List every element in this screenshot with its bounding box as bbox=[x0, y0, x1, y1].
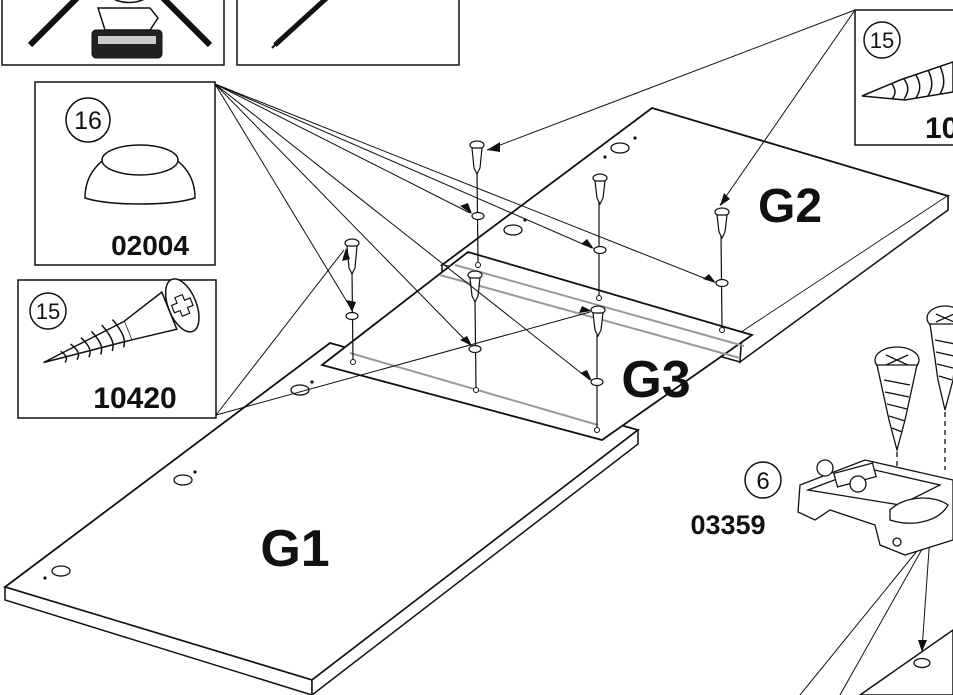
screw-group bbox=[344, 140, 730, 428]
callout-screw-left: 15 10420 bbox=[17, 278, 217, 419]
panel-partial-lower-right bbox=[858, 629, 953, 695]
wood-screw-icon bbox=[861, 61, 953, 101]
callout-cap: 16 02004 bbox=[34, 81, 216, 266]
panel-g1: G1 bbox=[3, 342, 640, 695]
panel-g1-label: G1 bbox=[260, 520, 329, 578]
hinge-screw-2 bbox=[926, 305, 953, 470]
cap-part-code: 02004 bbox=[111, 230, 189, 261]
hinge-part-code: 03359 bbox=[690, 510, 765, 540]
wood-screw-icon bbox=[43, 278, 200, 364]
callout-hinge: 6 03359 bbox=[690, 461, 782, 540]
screw-4 bbox=[714, 207, 730, 329]
screw-right-part-code: 10 bbox=[925, 112, 953, 145]
screw-6 bbox=[590, 305, 606, 428]
screw-5 bbox=[467, 270, 483, 389]
screwdriver-icon bbox=[271, 0, 329, 49]
tool-box-drill bbox=[1, 0, 225, 66]
hinge-part-number: 6 bbox=[756, 468, 769, 495]
cover-cap-icon bbox=[84, 144, 196, 205]
callout-screw-right: 15 10 bbox=[854, 9, 953, 146]
screw-1 bbox=[344, 238, 360, 361]
panel-g2-label: G2 bbox=[758, 180, 822, 233]
panel-g3-label: G3 bbox=[621, 351, 690, 409]
hinge-plate-icon bbox=[797, 459, 953, 556]
screw-2 bbox=[469, 140, 485, 263]
tool-box-screwdriver bbox=[236, 0, 460, 66]
arrow-heads bbox=[342, 142, 927, 652]
hinge-assembly bbox=[797, 305, 953, 556]
panel-g3: G3 bbox=[320, 251, 755, 441]
cap-part-number: 16 bbox=[74, 107, 102, 135]
leader-lines bbox=[214, 9, 931, 695]
hinge-screw-1 bbox=[874, 346, 920, 480]
screw-3 bbox=[592, 173, 608, 296]
screw-right-part-number: 15 bbox=[870, 28, 894, 53]
power-drill-icon bbox=[91, 0, 163, 59]
screw-left-part-number: 15 bbox=[36, 299, 60, 324]
screw-left-part-code: 10420 bbox=[93, 382, 176, 415]
